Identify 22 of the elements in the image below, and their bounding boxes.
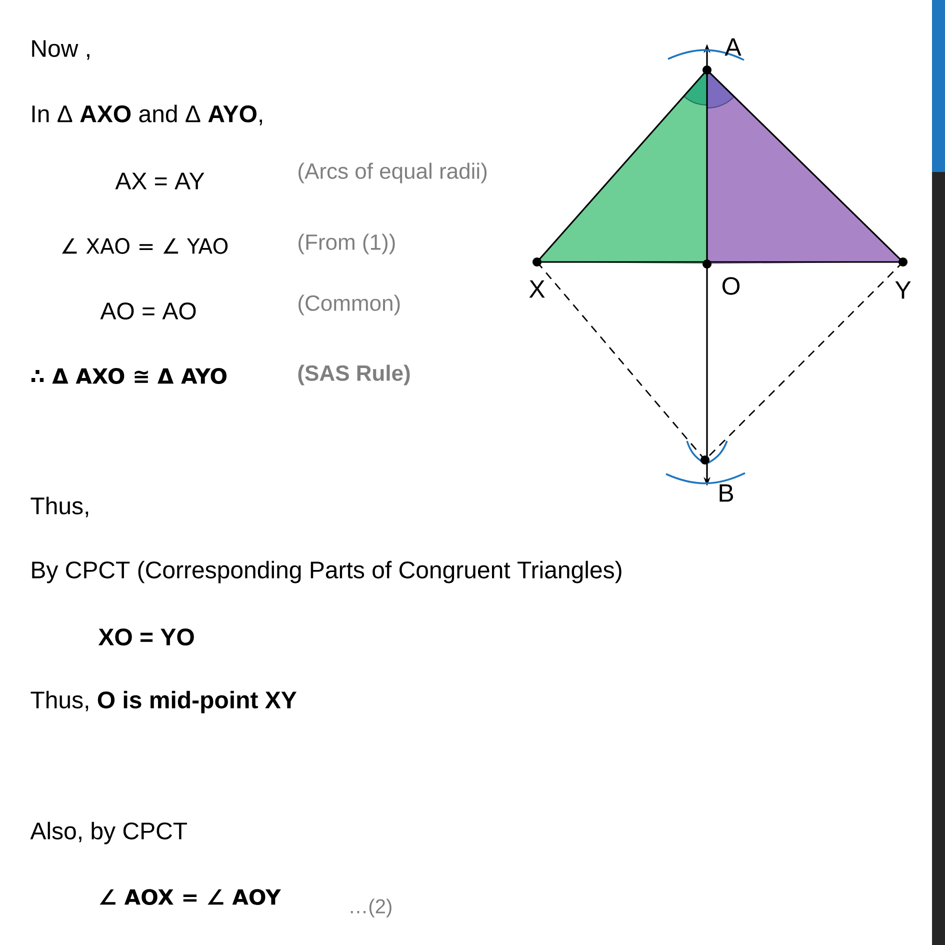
equation-text: ∠ AOX = ∠ AOY	[100, 889, 281, 905]
equation-text: AO = AO	[100, 302, 196, 320]
conclusion-text: ∴ Δ AXO ≅ Δ AYO	[31, 368, 227, 384]
statement-text: In Δ AXO and Δ AYO,	[32, 104, 262, 126]
statement-text: Now ,	[32, 40, 90, 60]
statement-text: Thus, O is mid-point XY	[30, 690, 297, 714]
equation-text: XO = YO	[98, 628, 194, 646]
point-label: X	[529, 280, 545, 298]
statement-text: Thus,	[30, 496, 88, 518]
reason-text: (Arcs of equal radii)	[298, 162, 487, 184]
point-label: B	[720, 484, 734, 502]
equation-text: ∠ XAO = ∠ YAO	[62, 238, 228, 254]
statement-text: By CPCT (Corresponding Parts of Congruent Triangles)	[32, 560, 622, 584]
equation-text: AX = AY	[115, 172, 204, 190]
reason-text: (From (1))	[298, 234, 395, 254]
equation-number: …(2)	[350, 898, 392, 918]
point-label: A	[724, 38, 742, 56]
reason-text: (SAS Rule)	[298, 364, 410, 386]
point-label: O	[722, 277, 740, 295]
statement-text: Also, by CPCT	[30, 822, 187, 844]
point-label: Y	[895, 281, 911, 299]
reason-text: (Common)	[298, 294, 400, 316]
